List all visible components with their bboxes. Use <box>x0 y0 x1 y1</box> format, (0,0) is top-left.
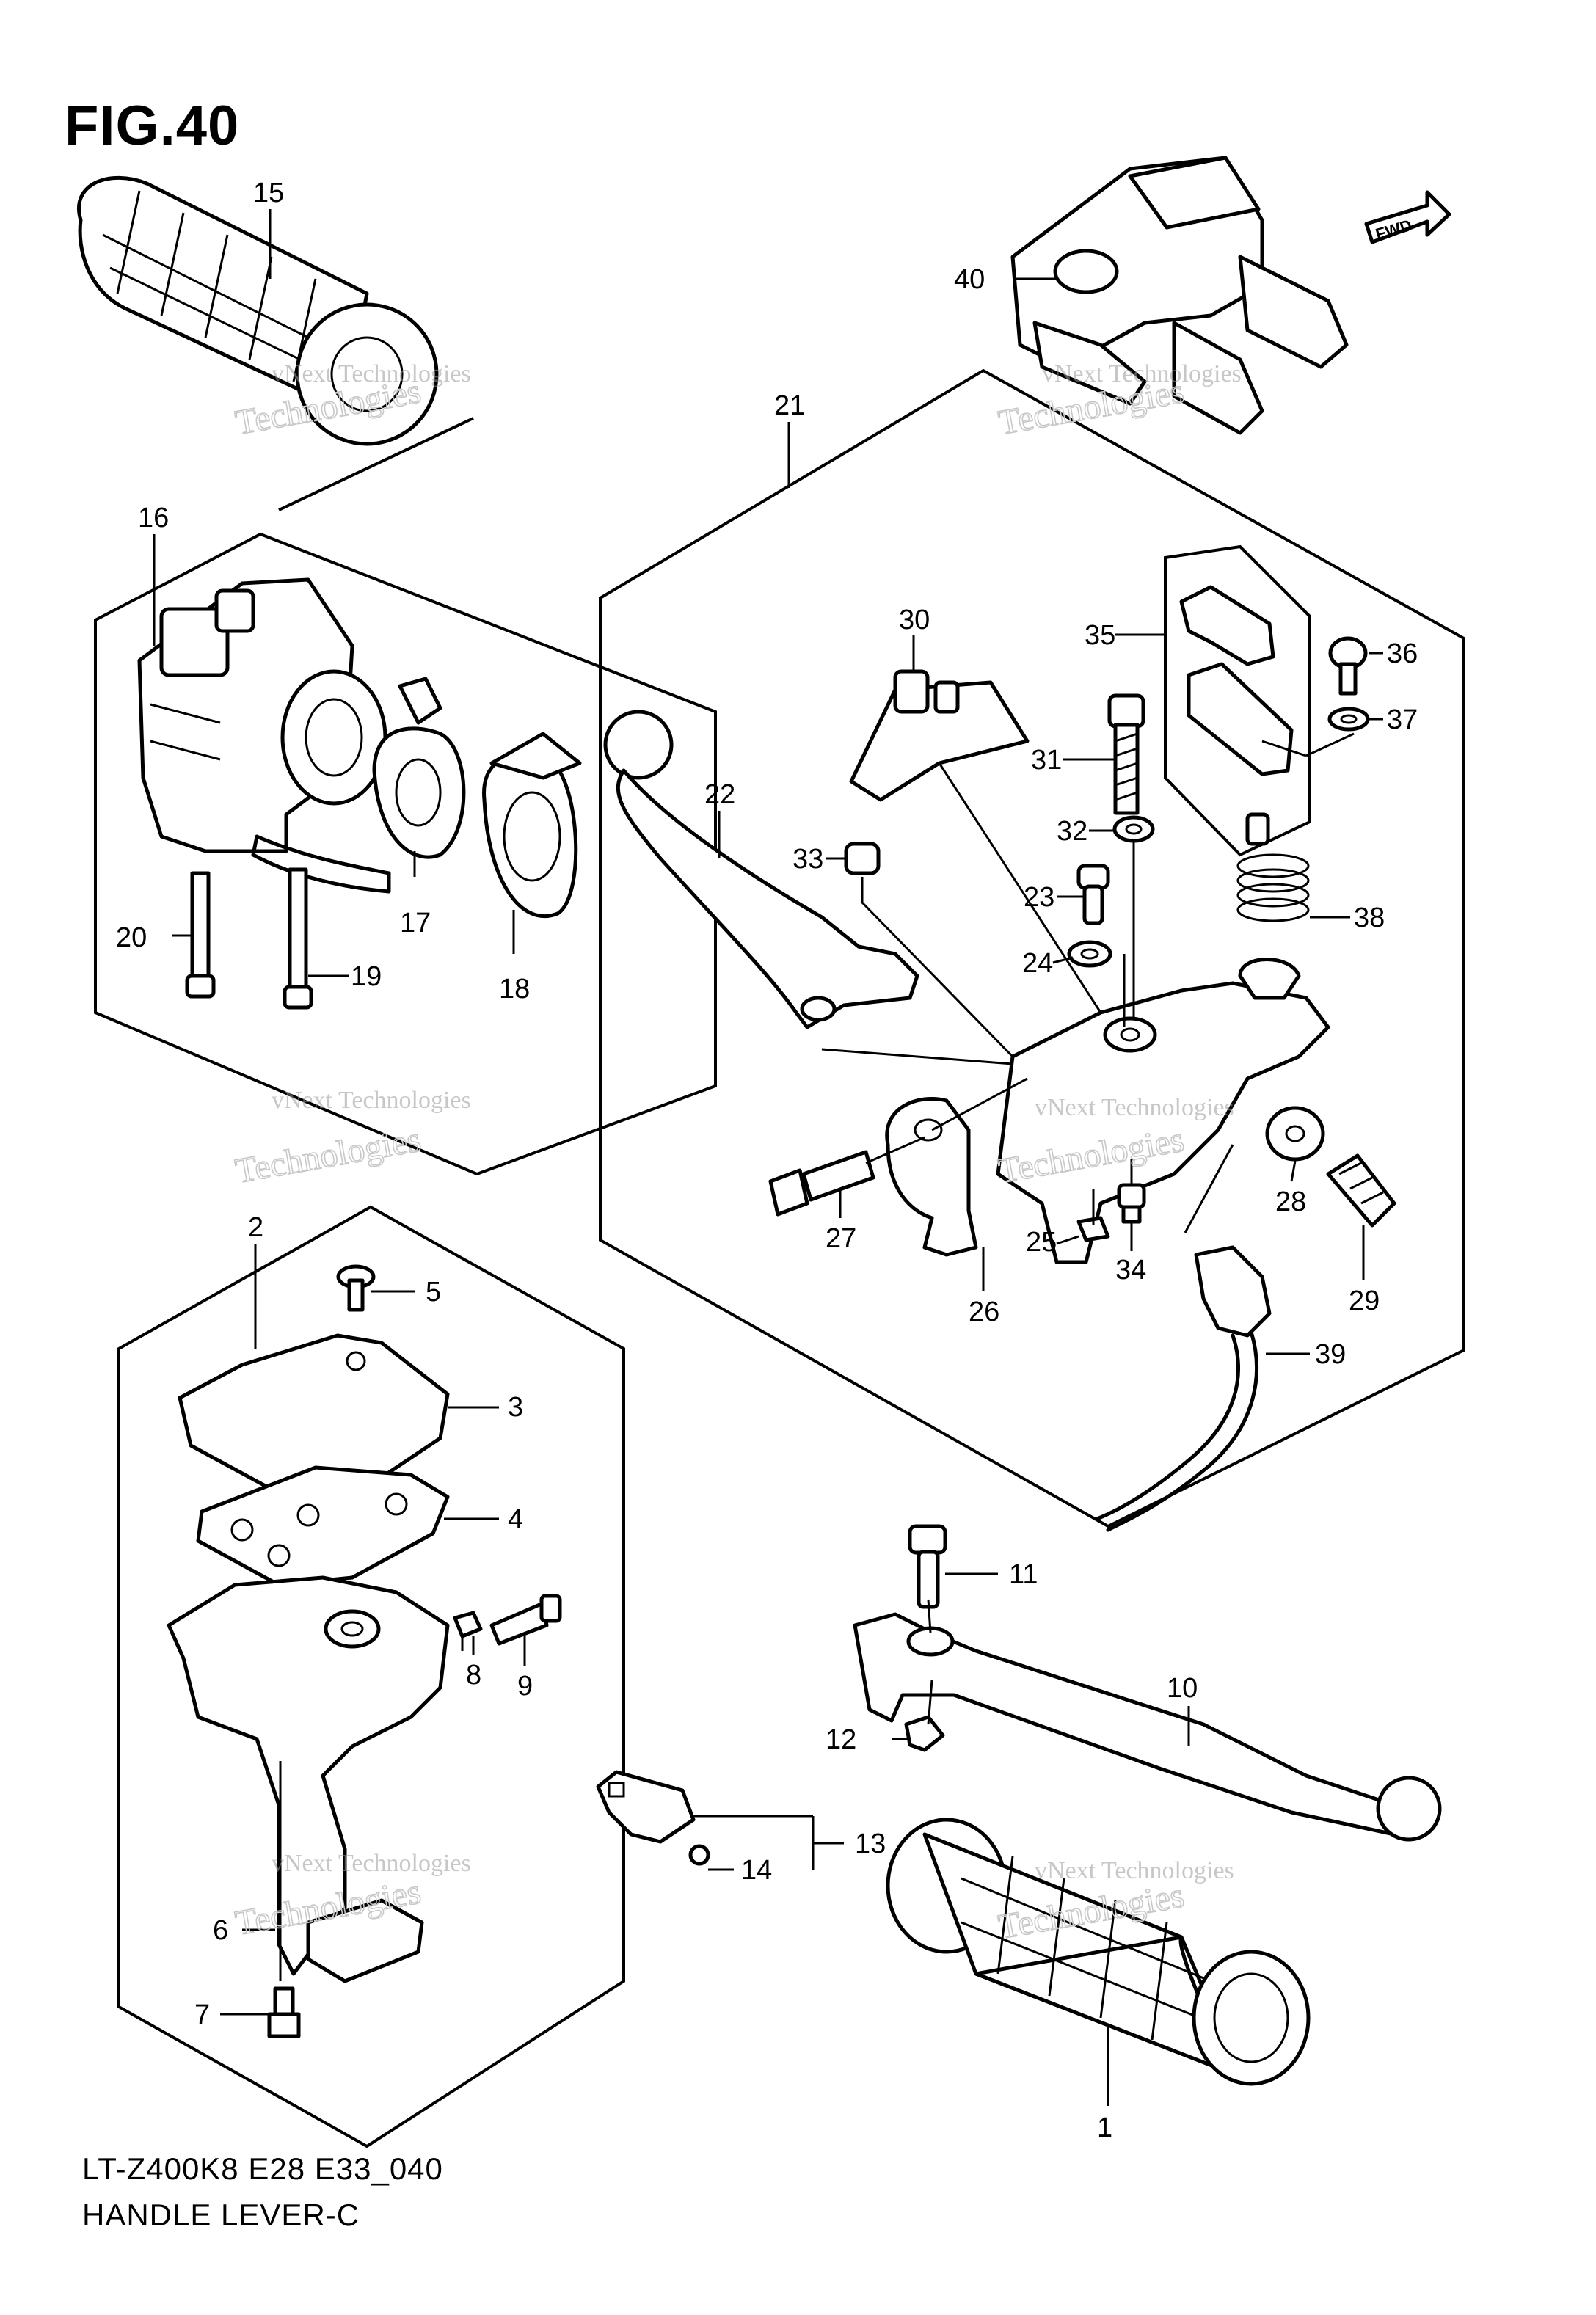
callout-21: 21 <box>774 390 805 421</box>
bolt-7-part <box>267 1986 301 2038</box>
callout-32: 32 <box>1057 816 1087 847</box>
cover-3-part <box>178 1333 450 1514</box>
callout-8: 8 <box>466 1660 481 1691</box>
callout-6: 6 <box>213 1915 228 1946</box>
callout-39: 39 <box>1315 1339 1346 1370</box>
lever-holder-part <box>996 958 1330 1264</box>
svg-text:vNext Technologies: vNext Technologies <box>272 360 471 387</box>
assembly-box-21 <box>599 368 1465 1528</box>
adjuster-29-part <box>1326 1153 1396 1228</box>
callout-leaders <box>153 209 1383 2106</box>
callout-17: 17 <box>400 908 431 938</box>
callout-15: 15 <box>253 178 284 208</box>
callout-26: 26 <box>969 1297 999 1327</box>
nut-34-part <box>1117 1183 1146 1224</box>
assembly-box-2 <box>117 1205 625 2148</box>
callout-31: 31 <box>1031 745 1062 776</box>
nut-8-part <box>453 1611 483 1638</box>
callout-5: 5 <box>426 1277 441 1308</box>
washer-24-part <box>1067 940 1112 968</box>
pin-11-part <box>908 1524 947 1609</box>
svg-text:vNext Technologies: vNext Technologies <box>1035 1094 1234 1121</box>
callout-27: 27 <box>826 1223 856 1254</box>
master-body-2-part <box>167 1575 450 1983</box>
diagram-name: HANDLE LEVER-C <box>82 2198 360 2232</box>
svg-text:vNext Technologies: vNext Technologies <box>272 1087 471 1114</box>
bolt-31-part <box>1107 693 1145 815</box>
callout-11: 11 <box>1009 1559 1038 1590</box>
callout-23: 23 <box>1024 882 1054 913</box>
switch-39-part <box>1095 1245 1272 1532</box>
callout-16: 16 <box>138 503 169 533</box>
figure-title: FIG.40 <box>65 95 240 157</box>
callout-37: 37 <box>1387 704 1418 735</box>
callout-25: 25 <box>1026 1227 1057 1258</box>
lever-22-part <box>603 710 919 1029</box>
gasket-4-part <box>196 1465 450 1587</box>
callout-30: 30 <box>899 605 930 635</box>
callout-9: 9 <box>517 1671 533 1702</box>
switch-13-part <box>596 1770 696 1844</box>
callout-3: 3 <box>508 1392 523 1423</box>
grip-right-part <box>886 1818 1311 2086</box>
model-code: LT-Z400K8 E28 E33_040 <box>82 2151 443 2186</box>
spring-38-part <box>1236 853 1310 922</box>
collar-18-part <box>482 732 582 919</box>
svg-text:Technologies: Technologies <box>233 1120 424 1191</box>
callout-34: 34 <box>1115 1255 1146 1286</box>
callout-36: 36 <box>1387 638 1418 669</box>
svg-text:vNext Technologies: vNext Technologies <box>1042 360 1242 387</box>
pin-23-part <box>1076 864 1110 925</box>
assembly-box-16 <box>94 532 717 1176</box>
collar-17-part <box>372 677 466 859</box>
watermark-mid-left: vNext Technologies Technologies <box>232 1087 471 1192</box>
callout-7: 7 <box>194 1999 210 2030</box>
callout-33: 33 <box>792 844 823 875</box>
svg-text:vNext Technologies: vNext Technologies <box>272 1850 471 1877</box>
callout-19: 19 <box>351 961 382 992</box>
master-cylinder-part <box>1010 156 1349 435</box>
bolt-9-part <box>489 1594 562 1646</box>
screw-5-part <box>336 1264 376 1312</box>
callout-12: 12 <box>826 1724 856 1755</box>
screw-14-part <box>688 1844 710 1866</box>
screw-36-part <box>1328 636 1368 696</box>
adjuster-28-part <box>1265 1106 1325 1162</box>
switch-box-part <box>137 577 391 894</box>
lever-10-part <box>853 1612 1442 1842</box>
callout-28: 28 <box>1275 1186 1306 1217</box>
svg-text:vNext Technologies: vNext Technologies <box>1035 1857 1234 1884</box>
screw-20-part <box>185 871 216 999</box>
clamp-26-part <box>885 1097 978 1257</box>
nut-12-part <box>904 1715 945 1752</box>
callout-22: 22 <box>704 779 735 810</box>
washer-32-part <box>1112 815 1155 843</box>
callout-1: 1 <box>1097 2112 1112 2143</box>
callout-numbers: 15 16 17 18 19 20 21 40 30 22 33 35 36 3… <box>116 178 1418 2143</box>
fwd-arrow-icon: FWD <box>1364 190 1451 244</box>
callout-14: 14 <box>741 1855 772 1886</box>
callout-13: 13 <box>855 1829 886 1859</box>
callout-24: 24 <box>1022 948 1053 979</box>
assembly-box-35 <box>1164 544 1311 857</box>
callout-40: 40 <box>954 264 985 295</box>
callout-10: 10 <box>1167 1673 1198 1704</box>
bolt-27-part <box>768 1150 875 1217</box>
callout-18: 18 <box>499 974 530 1005</box>
leader-lines <box>279 732 1355 1981</box>
callout-35: 35 <box>1085 620 1115 651</box>
bracket-30-part <box>849 669 1030 802</box>
callout-20: 20 <box>116 922 147 953</box>
callout-2: 2 <box>248 1212 263 1243</box>
washer-37-part <box>1327 707 1370 732</box>
callout-4: 4 <box>508 1504 523 1535</box>
screw-19-part <box>283 867 313 1010</box>
callout-29: 29 <box>1349 1286 1380 1316</box>
callout-38: 38 <box>1354 903 1385 933</box>
switch-35-part <box>1179 585 1294 846</box>
grip-left-part <box>77 175 474 511</box>
collar-33-part <box>844 842 881 875</box>
